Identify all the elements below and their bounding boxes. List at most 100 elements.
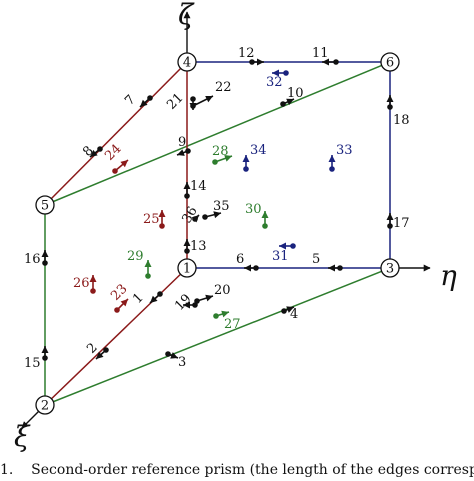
dof-22-label: 22 — [215, 80, 232, 95]
dof-4-label: 4 — [290, 307, 298, 322]
dof-34-label: 34 — [250, 143, 267, 158]
vertex-5-label: 5 — [41, 199, 49, 214]
vertex-6-circle — [380, 52, 400, 72]
dof-13-label: 13 — [190, 239, 207, 254]
caption-text: Second-order reference prism (the length… — [31, 462, 474, 478]
dof-20-arrowhead — [205, 294, 213, 302]
dof-34: 34 — [242, 143, 267, 172]
dof-18-label: 18 — [393, 113, 410, 128]
dof-21-dot — [190, 96, 196, 102]
dof-24: 24 — [102, 142, 129, 174]
dof-6: 6 — [236, 252, 259, 272]
dof-13-dot — [184, 248, 190, 254]
dof-1-label: 1 — [130, 290, 146, 306]
vertex-3-label: 3 — [386, 262, 394, 277]
dof-13-arrowhead — [183, 239, 191, 246]
dof-22-arrowhead — [205, 96, 213, 103]
dof-34-dot — [243, 166, 249, 172]
dof-29-dot — [145, 273, 151, 279]
dof-7-label: 7 — [122, 92, 138, 108]
dof-11-dot — [333, 59, 339, 65]
dof-26-label: 26 — [73, 276, 90, 291]
dof-15-arrowhead — [41, 346, 49, 353]
dof-3-dot — [165, 351, 171, 357]
dof-33: 33 — [328, 143, 353, 172]
dof-16-arrowhead — [41, 250, 49, 257]
axis-eta-label: η — [440, 259, 457, 292]
dof-18-arrowhead — [386, 95, 394, 102]
dof-35-label: 35 — [213, 199, 230, 214]
dof-9: 9 — [176, 135, 191, 156]
dof-31-arrowhead — [279, 242, 286, 250]
dof-30-label: 30 — [245, 202, 262, 217]
vertex-5-circle — [35, 195, 55, 215]
dof-21-label: 21 — [164, 91, 186, 113]
dof-30: 30 — [245, 202, 269, 229]
dof-1-arrowhead — [150, 295, 158, 303]
degrees-of-freedom: 1234567891011121314151617181920212223242… — [24, 46, 410, 371]
dof-24-dot — [112, 168, 118, 174]
dof-17-dot — [387, 223, 393, 229]
vertex-2: 2 — [35, 395, 55, 415]
dof-36: 36 — [179, 204, 200, 226]
dof-26: 26 — [73, 275, 97, 294]
dof-15-label: 15 — [24, 356, 41, 371]
dof-10-dot — [280, 101, 286, 107]
dof-21: 21 — [164, 91, 197, 113]
dof-28-dot — [212, 159, 218, 165]
dof-8-label: 8 — [80, 143, 96, 159]
dof-26-arrowhead — [89, 275, 97, 282]
dof-25-label: 25 — [143, 212, 160, 227]
dof-31: 31 — [272, 242, 296, 264]
vertex-3: 3 — [380, 258, 400, 278]
dof-29: 29 — [127, 249, 152, 279]
axis-zeta-label: ζ — [178, 0, 195, 31]
dof-4-dot — [281, 308, 287, 314]
dof-4-arrowhead — [286, 306, 294, 313]
dof-24-arrowhead — [120, 160, 128, 168]
vertex-1: 1 — [177, 258, 197, 278]
vertex-5: 5 — [35, 195, 55, 215]
dof-14: 14 — [183, 179, 207, 199]
dof-29-arrowhead — [144, 260, 152, 267]
dof-12-arrowhead — [257, 58, 264, 66]
dof-11: 11 — [312, 46, 339, 66]
dof-20-label: 20 — [214, 283, 231, 298]
figure-caption: 1. Second-order reference prism (the len… — [0, 462, 474, 481]
dof-28-arrowhead — [224, 155, 232, 162]
dof-9-arrowhead — [177, 149, 185, 156]
dof-17-label: 17 — [393, 216, 410, 231]
dof-16: 16 — [24, 250, 49, 267]
dof-23-dot — [114, 307, 120, 313]
dof-6-arrowhead — [244, 264, 251, 272]
dof-14-label: 14 — [190, 179, 207, 194]
dof-19-arrowhead — [183, 301, 190, 309]
dof-3: 3 — [165, 351, 186, 370]
dof-13: 13 — [183, 239, 207, 254]
dof-32-dot — [283, 70, 289, 76]
dof-22: 22 — [190, 80, 232, 109]
dof-2-arrowhead — [96, 351, 104, 359]
dof-27-label: 27 — [224, 317, 241, 332]
dof-17-arrowhead — [386, 213, 394, 220]
dof-1-dot — [157, 291, 163, 297]
dof-19-label: 19 — [172, 292, 194, 314]
dof-12: 12 — [238, 46, 264, 66]
vertex-1-label: 1 — [183, 262, 191, 277]
dof-35: 35 — [202, 199, 230, 220]
dof-36-label: 36 — [179, 204, 200, 226]
dof-25-dot — [159, 223, 165, 229]
dof-23: 23 — [108, 282, 131, 313]
dof-29-label: 29 — [127, 249, 144, 264]
dof-12-label: 12 — [238, 46, 255, 61]
axis-xi-label: ξ — [14, 420, 31, 453]
dof-27-dot — [213, 313, 219, 319]
dof-35-dot — [202, 214, 208, 220]
dof-5-label: 5 — [312, 252, 320, 267]
dof-11-label: 11 — [312, 46, 329, 61]
dof-16-label: 16 — [24, 252, 41, 267]
edge-5-6 — [44, 61, 391, 206]
dof-25: 25 — [143, 210, 166, 229]
dof-15: 15 — [24, 346, 49, 371]
